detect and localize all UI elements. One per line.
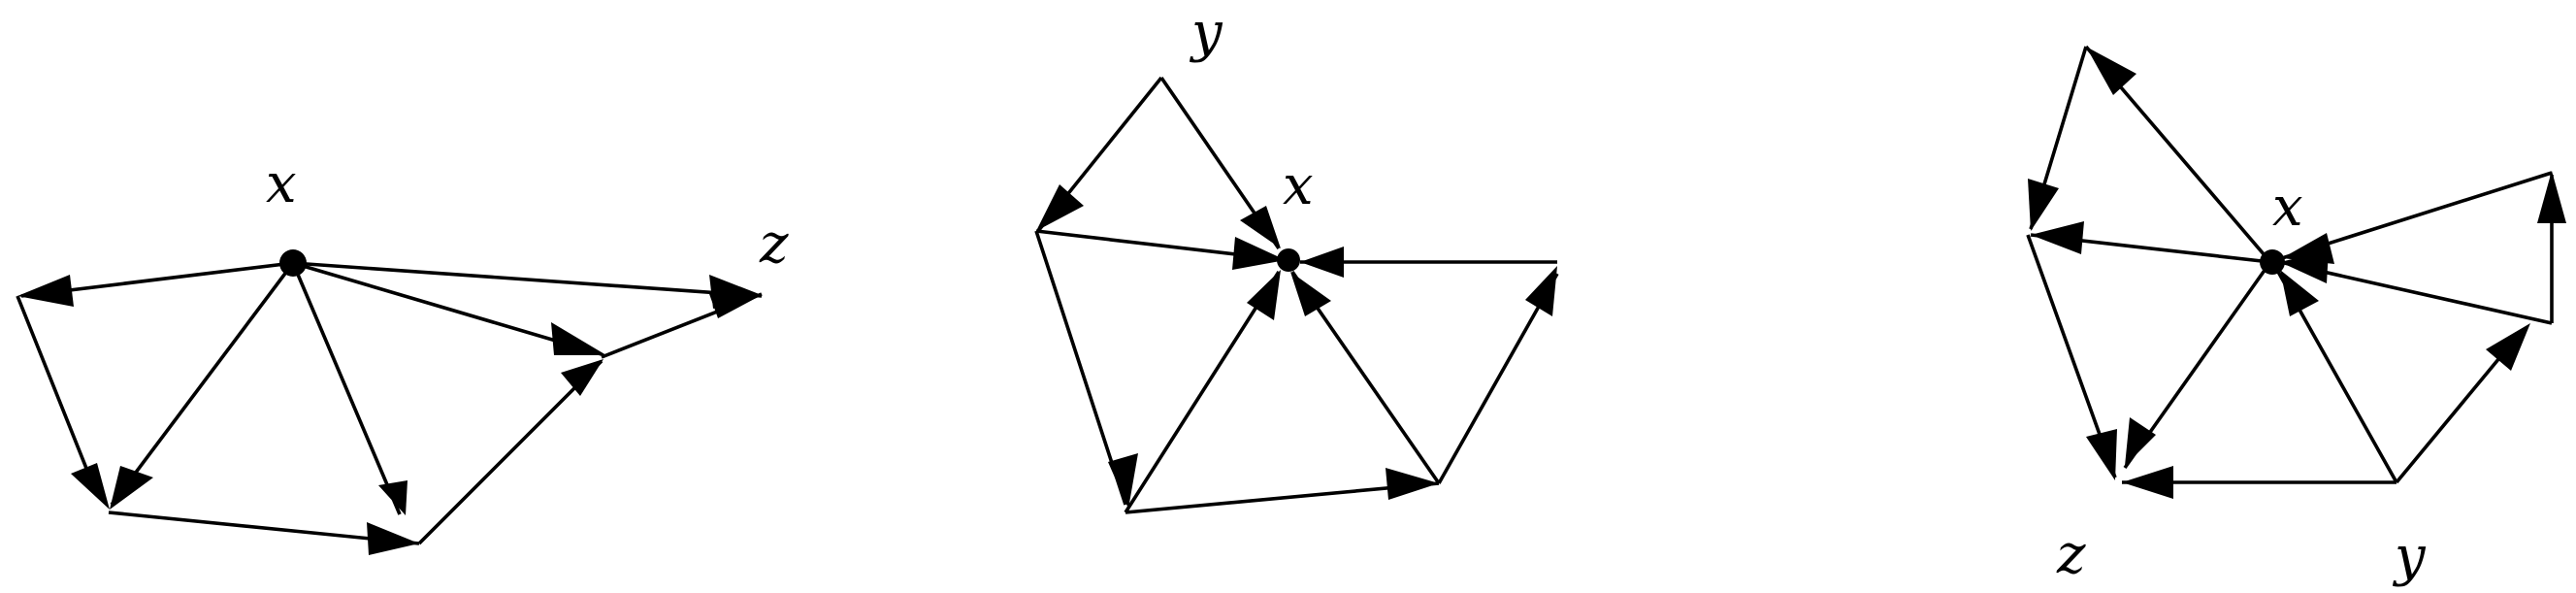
arrowhead-z2 (2125, 417, 2156, 466)
arrowhead-r (1386, 468, 1439, 500)
arrowhead-x1 (1240, 206, 1281, 248)
arrowhead-x2 (1232, 237, 1286, 270)
vertex-x-dot-middle (1277, 248, 1300, 272)
arrowhead-u1 (2028, 179, 2059, 231)
right-graph-arrowheads (2028, 47, 2566, 499)
vertex-x-dot-right (2260, 249, 2285, 275)
arrowhead-x3 (1247, 270, 1281, 320)
vertex-label-x-right: x (2272, 176, 2303, 239)
vertex-label-y-right: y (2392, 525, 2427, 588)
left-graph-edges (16, 261, 763, 545)
edge-x-to-b (110, 261, 295, 507)
edge-r-to-s (1437, 273, 1559, 484)
arrowhead-q (1108, 453, 1138, 509)
arrowhead-xr3 (2282, 233, 2334, 264)
arrowhead-a (17, 275, 74, 307)
edge-q-to-r (1125, 481, 1440, 514)
arrowhead-c (378, 480, 408, 515)
edge-x-to-z (292, 261, 763, 298)
middle-graph-edges (1034, 76, 1559, 514)
arrowhead-b2 (110, 466, 153, 510)
arrowhead-p (1036, 184, 1084, 231)
arrowhead-t (2086, 47, 2136, 95)
middle-graph-arrowheads (1036, 184, 1557, 509)
arrowhead-xr1 (2280, 270, 2319, 316)
vertex-label-x-middle: x (1283, 154, 1314, 217)
vertex-label-z: z (759, 213, 789, 276)
arrowhead-z1 (2086, 429, 2117, 480)
arrowhead-x4 (1290, 272, 1331, 316)
arrowhead-z3 (2122, 466, 2173, 499)
vertex-label-y: y (1189, 1, 1223, 64)
left-graph: x z (16, 152, 789, 555)
edge-c-to-d (417, 359, 603, 545)
edge-b-to-c (108, 511, 420, 545)
middle-graph: y x (1034, 1, 1559, 514)
edge-x-to-c (291, 262, 402, 515)
right-graph: x z y (2026, 45, 2566, 588)
arrowhead-s (1525, 266, 1557, 316)
arrowhead-z2 (708, 291, 762, 318)
edge-x-to-d (292, 261, 603, 356)
arrowhead-d2 (561, 359, 603, 396)
arrowhead-w (2537, 171, 2566, 223)
arrowhead-x5 (1300, 247, 1344, 278)
arrowhead-u2 (2031, 221, 2084, 254)
edge-a-to-b (16, 295, 99, 496)
edge-p-to-q (1034, 230, 1127, 506)
arrowhead-b (71, 463, 110, 510)
arrowhead-d (551, 322, 606, 355)
vertex-label-x: x (266, 152, 297, 215)
left-graph-arrowheads (17, 275, 762, 555)
vertex-label-z-right: z (2056, 523, 2086, 586)
arrowhead-c2 (367, 522, 419, 555)
arrowhead-v (2486, 323, 2530, 371)
edge-q-to-x (1124, 271, 1281, 513)
vertex-x-dot (279, 249, 307, 277)
